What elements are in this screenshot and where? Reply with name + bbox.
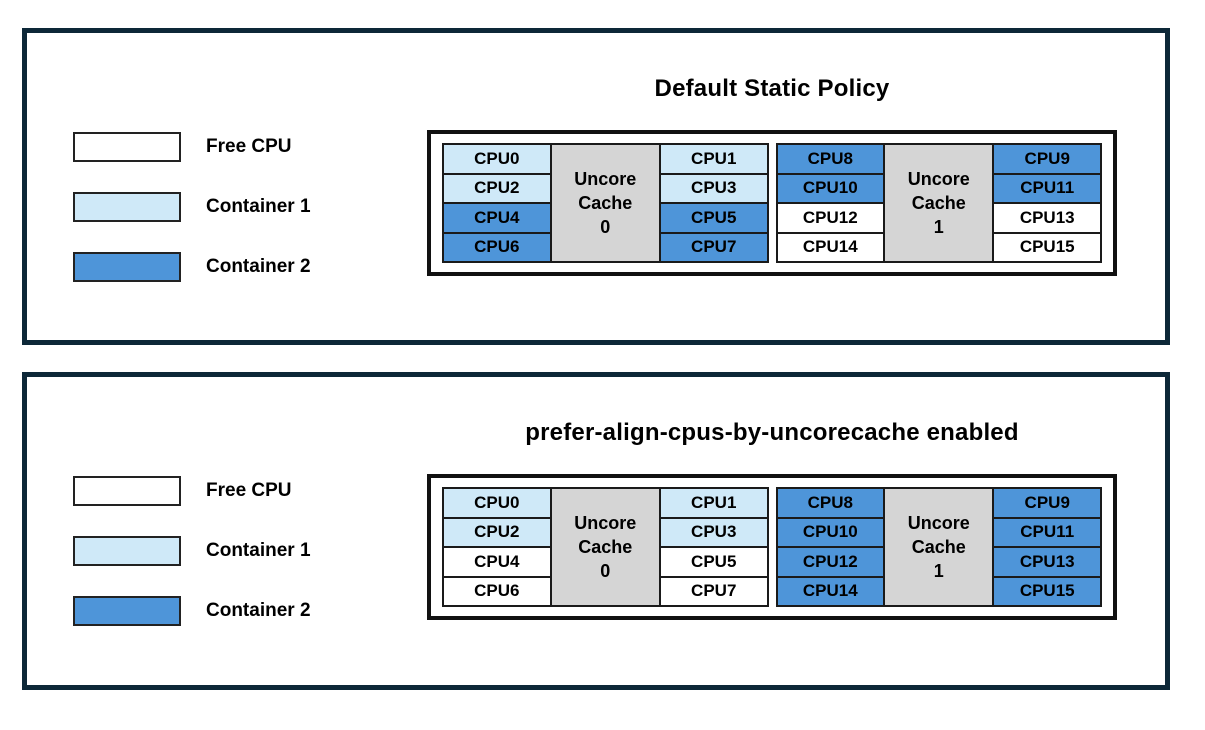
legend-swatch-free [73, 132, 181, 162]
uncore-cache-0-block: Uncore Cache 0 [549, 143, 661, 263]
cpu-cell: CPU10 [775, 516, 886, 548]
legend-row-free-cpu: Free CPU [73, 132, 311, 162]
cpu-cell: CPU1 [658, 487, 769, 519]
cpu-column: CPU1 CPU3 CPU5 CPU7 [658, 487, 769, 607]
cpu-cell: CPU10 [775, 172, 886, 204]
cpu-cell: CPU3 [658, 172, 769, 204]
uncore-cache-1-group: CPU8 CPU10 CPU12 CPU14 Uncore Cache 1 CP… [775, 143, 1102, 263]
legend-row-container-1: Container 1 [73, 536, 311, 566]
panel-body: Free CPU Container 1 Container 2 CPU0 CP… [27, 130, 1165, 282]
panel-body: Free CPU Container 1 Container 2 CPU0 CP… [27, 474, 1165, 626]
legend-swatch-container1 [73, 536, 181, 566]
cpu-cell: CPU4 [442, 546, 552, 578]
cpu-cell: CPU13 [992, 546, 1102, 578]
legend-row-container-1: Container 1 [73, 192, 311, 222]
uncore-cache-0-block: Uncore Cache 0 [549, 487, 661, 607]
cpu-cell: CPU11 [992, 172, 1102, 204]
cpu-cell: CPU7 [658, 231, 769, 263]
cpu-cell: CPU9 [992, 487, 1102, 519]
cpu-cell: CPU15 [992, 575, 1102, 607]
cpu-cell: CPU12 [775, 546, 886, 578]
cpu-cell: CPU0 [442, 143, 552, 175]
cpu-cell: CPU14 [775, 575, 886, 607]
uncore-cache-1-block: Uncore Cache 1 [883, 487, 995, 607]
cpu-column: CPU9 CPU11 CPU13 CPU15 [992, 487, 1102, 607]
cpu-cell: CPU14 [775, 231, 886, 263]
cpu-cell: CPU1 [658, 143, 769, 175]
legend-label: Free CPU [206, 480, 292, 501]
cpu-column: CPU8 CPU10 CPU12 CPU14 [775, 487, 886, 607]
cpu-column: CPU0 CPU2 CPU4 CPU6 [442, 143, 552, 263]
cpu-cell: CPU9 [992, 143, 1102, 175]
legend-swatch-container2 [73, 252, 181, 282]
cpu-cell: CPU4 [442, 202, 552, 234]
legend-row-container-2: Container 2 [73, 596, 311, 626]
cpu-cell: CPU12 [775, 202, 886, 234]
cpu-column: CPU0 CPU2 CPU4 CPU6 [442, 487, 552, 607]
cpu-cell: CPU2 [442, 516, 552, 548]
cpu-cell: CPU5 [658, 546, 769, 578]
legend-swatch-container2 [73, 596, 181, 626]
cpu-cell: CPU2 [442, 172, 552, 204]
legend-row-container-2: Container 2 [73, 252, 311, 282]
uncore-cache-1-group: CPU8 CPU10 CPU12 CPU14 Uncore Cache 1 CP… [775, 487, 1102, 607]
cpu-column: CPU1 CPU3 CPU5 CPU7 [658, 143, 769, 263]
cpu-cell: CPU15 [992, 231, 1102, 263]
cpu-cell: CPU8 [775, 487, 886, 519]
cpu-topology-diagram: CPU0 CPU2 CPU4 CPU6 Uncore Cache 0 CPU1 … [427, 474, 1117, 620]
cpu-cell: CPU11 [992, 516, 1102, 548]
cpu-cell: CPU5 [658, 202, 769, 234]
cpu-cell: CPU0 [442, 487, 552, 519]
legend-label: Container 1 [206, 540, 311, 561]
cpu-column: CPU9 CPU11 CPU13 CPU15 [992, 143, 1102, 263]
panel-title: Default Static Policy [654, 75, 890, 102]
uncore-cache-0-group: CPU0 CPU2 CPU4 CPU6 Uncore Cache 0 CPU1 … [442, 143, 769, 263]
legend: Free CPU Container 1 Container 2 [73, 476, 311, 626]
legend-swatch-container1 [73, 192, 181, 222]
legend-label: Container 1 [206, 196, 311, 217]
legend-label: Container 2 [206, 600, 311, 621]
legend-row-free-cpu: Free CPU [73, 476, 311, 506]
uncore-cache-1-block: Uncore Cache 1 [883, 143, 995, 263]
legend-label: Free CPU [206, 136, 292, 157]
cpu-cell: CPU6 [442, 231, 552, 263]
legend: Free CPU Container 1 Container 2 [73, 132, 311, 282]
cpu-cell: CPU13 [992, 202, 1102, 234]
cpu-cell: CPU8 [775, 143, 886, 175]
panel-prefer-align-cpus-by-uncorecache: prefer-align-cpus-by-uncorecache enabled… [22, 372, 1170, 690]
cpu-column: CPU8 CPU10 CPU12 CPU14 [775, 143, 886, 263]
legend-label: Container 2 [206, 256, 311, 277]
cpu-cell: CPU3 [658, 516, 769, 548]
legend-swatch-free [73, 476, 181, 506]
cpu-cell: CPU7 [658, 575, 769, 607]
cpu-topology-diagram: CPU0 CPU2 CPU4 CPU6 Uncore Cache 0 CPU1 … [427, 130, 1117, 276]
cpu-cell: CPU6 [442, 575, 552, 607]
uncore-cache-0-group: CPU0 CPU2 CPU4 CPU6 Uncore Cache 0 CPU1 … [442, 487, 769, 607]
panel-default-static-policy: Default Static Policy Free CPU Container… [22, 28, 1170, 345]
panel-title: prefer-align-cpus-by-uncorecache enabled [525, 419, 1019, 446]
